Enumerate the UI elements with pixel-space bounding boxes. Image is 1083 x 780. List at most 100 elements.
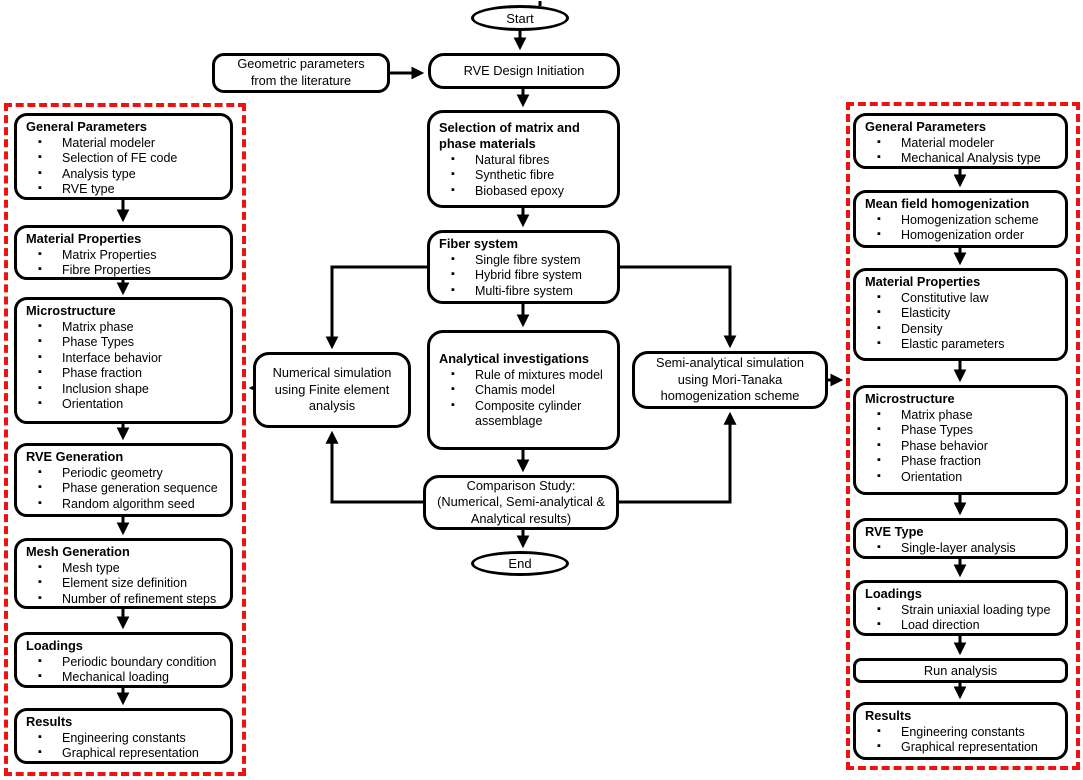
- literature-label: Geometric parameters from the literature: [237, 56, 365, 88]
- bullet-item: Orientation: [865, 470, 1060, 486]
- right-box-material-properties: Material Properties Constitutive lawElas…: [853, 268, 1068, 361]
- left-box-results: Results Engineering constantsGraphical r…: [14, 708, 233, 764]
- bullet-item: Multi-fibre system: [439, 284, 612, 300]
- right-box-microstructure: Microstructure Matrix phasePhase TypesPh…: [853, 385, 1068, 495]
- left-box-mesh-generation: Mesh Generation Mesh typeElement size de…: [14, 538, 233, 609]
- bullet-item: Matrix phase: [26, 320, 225, 336]
- semi-analytical-box: Semi-analytical simulation using Mori-Ta…: [632, 351, 828, 409]
- right-box-run-analysis: Run analysis: [853, 658, 1068, 683]
- bullet-item: Matrix Properties: [26, 248, 225, 264]
- bullet-item: Element size definition: [26, 576, 225, 592]
- route-fiber-to-semi: [620, 265, 737, 349]
- box-title: Material Properties: [26, 231, 142, 246]
- box-title: Mean field homogenization: [865, 196, 1030, 211]
- box-bullets: Engineering constantsGraphical represent…: [865, 725, 1060, 756]
- box-bullets: Matrix PropertiesFibre Properties: [26, 248, 225, 279]
- left-box-rve-generation: RVE Generation Periodic geometryPhase ge…: [14, 443, 233, 517]
- route-comparison-to-semi: [619, 411, 737, 504]
- start-terminator: Start: [471, 5, 569, 31]
- bullet-item: Chamis model: [439, 383, 612, 399]
- bullet-item: Fibre Properties: [26, 263, 225, 279]
- right-dashed-panel: [846, 102, 1080, 770]
- literature-box: Geometric parameters from the literature: [212, 53, 390, 93]
- semi-analytical-label: Semi-analytical simulation using Mori-Ta…: [656, 355, 804, 404]
- box-bullets: Matrix phasePhase TypesPhase behaviorPha…: [865, 408, 1060, 486]
- box-title: Results: [865, 708, 912, 723]
- bullet-item: RVE type: [26, 182, 225, 198]
- box-title: Results: [26, 714, 73, 729]
- bullet-item: Biobased epoxy: [439, 184, 612, 200]
- fiber-system-bullets: Single fibre systemHybrid fibre systemMu…: [439, 253, 612, 300]
- bullet-item: Random algorithm seed: [26, 497, 225, 513]
- bullet-item: Analysis type: [26, 167, 225, 183]
- bullet-item: Elasticity: [865, 306, 1060, 322]
- analytical-title: Analytical investigations: [439, 351, 590, 367]
- bullet-item: Phase Types: [865, 423, 1060, 439]
- route-fiber-to-numerical: [325, 265, 427, 350]
- rve-initiation-box: RVE Design Initiation: [428, 53, 620, 89]
- run-analysis-label: Run analysis: [923, 663, 998, 678]
- bullet-item: Mechanical Analysis type: [865, 151, 1060, 167]
- bullet-item: Phase behavior: [865, 439, 1060, 455]
- box-title: General Parameters: [26, 119, 147, 134]
- bullet-item: Density: [865, 322, 1060, 338]
- bullet-item: Periodic geometry: [26, 466, 225, 482]
- box-bullets: Engineering constantsGraphical represent…: [26, 731, 225, 762]
- box-title: RVE Type: [865, 524, 924, 539]
- right-box-results: Results Engineering constantsGraphical r…: [853, 702, 1068, 760]
- bullet-item: Synthetic fibre: [439, 168, 612, 184]
- bullet-item: Selection of FE code: [26, 151, 225, 167]
- bullet-item: Load direction: [865, 618, 1060, 634]
- box-bullets: Matrix phasePhase TypesInterface behavio…: [26, 320, 225, 413]
- box-bullets: Periodic boundary conditionMechanical lo…: [26, 655, 225, 686]
- box-bullets: Homogenization schemeHomogenization orde…: [865, 213, 1060, 244]
- box-title: Loadings: [865, 586, 922, 601]
- numerical-sim-label: Numerical simulation using Finite elemen…: [272, 365, 392, 414]
- fiber-system-title: Fiber system: [439, 235, 518, 251]
- box-bullets: Strain uniaxial loading typeLoad directi…: [865, 603, 1060, 634]
- analytical-box: Analytical investigations Rule of mixtur…: [427, 330, 620, 450]
- bullet-item: Strain uniaxial loading type: [865, 603, 1060, 619]
- box-bullets: Material modelerMechanical Analysis type: [865, 136, 1060, 167]
- end-label: End: [508, 556, 532, 571]
- bullet-item: Material modeler: [26, 136, 225, 152]
- left-box-loadings: Loadings Periodic boundary conditionMech…: [14, 632, 233, 688]
- comparison-box: Comparison Study: (Numerical, Semi-analy…: [423, 475, 619, 530]
- box-bullets: Material modelerSelection of FE codeAnal…: [26, 136, 225, 198]
- right-box-mean-field-homogenization: Mean field homogenization Homogenization…: [853, 190, 1068, 248]
- bullet-item: Number of refinement steps: [26, 592, 225, 608]
- bullet-item: Engineering constants: [26, 731, 225, 747]
- bullet-item: Material modeler: [865, 136, 1060, 152]
- bullet-item: Graphical representation: [865, 740, 1060, 756]
- left-box-general-parameters: General Parameters Material modelerSelec…: [14, 113, 233, 200]
- bullet-item: Constitutive law: [865, 291, 1060, 307]
- bullet-item: Rule of mixtures model: [439, 368, 612, 384]
- bullet-item: Mechanical loading: [26, 670, 225, 686]
- comparison-label: Comparison Study: (Numerical, Semi-analy…: [437, 477, 605, 526]
- bullet-item: Phase generation sequence: [26, 481, 225, 497]
- box-title: Loadings: [26, 638, 83, 653]
- box-title: Microstructure: [26, 303, 116, 318]
- right-box-rve-type: RVE Type Single-layer analysis: [853, 518, 1068, 559]
- selection-box: Selection of matrix and phase materials …: [427, 110, 620, 208]
- box-title: Microstructure: [865, 391, 955, 406]
- left-box-microstructure: Microstructure Matrix phasePhase TypesIn…: [14, 297, 233, 424]
- box-title: Material Properties: [865, 274, 981, 289]
- box-bullets: Constitutive lawElasticityDensityElastic…: [865, 291, 1060, 353]
- fiber-system-box: Fiber system Single fibre systemHybrid f…: [427, 230, 620, 304]
- left-box-material-properties: Material Properties Matrix PropertiesFib…: [14, 225, 233, 280]
- bullet-item: Orientation: [26, 397, 225, 413]
- analytical-bullets: Rule of mixtures modelChamis modelCompos…: [439, 368, 612, 430]
- start-label: Start: [506, 10, 534, 26]
- box-bullets: Mesh typeElement size definitionNumber o…: [26, 561, 225, 608]
- box-title: RVE Generation: [26, 449, 124, 464]
- right-box-general-parameters: General Parameters Material modelerMecha…: [853, 113, 1068, 169]
- box-bullets: Single-layer analysis: [865, 541, 1060, 557]
- left-dashed-panel: [4, 103, 246, 776]
- bullet-item: Single fibre system: [439, 253, 612, 269]
- bullet-item: Engineering constants: [865, 725, 1060, 741]
- rve-initiation-label: RVE Design Initiation: [463, 62, 585, 78]
- bullet-item: Single-layer analysis: [865, 541, 1060, 557]
- bullet-item: Composite cylinder assemblage: [439, 399, 612, 430]
